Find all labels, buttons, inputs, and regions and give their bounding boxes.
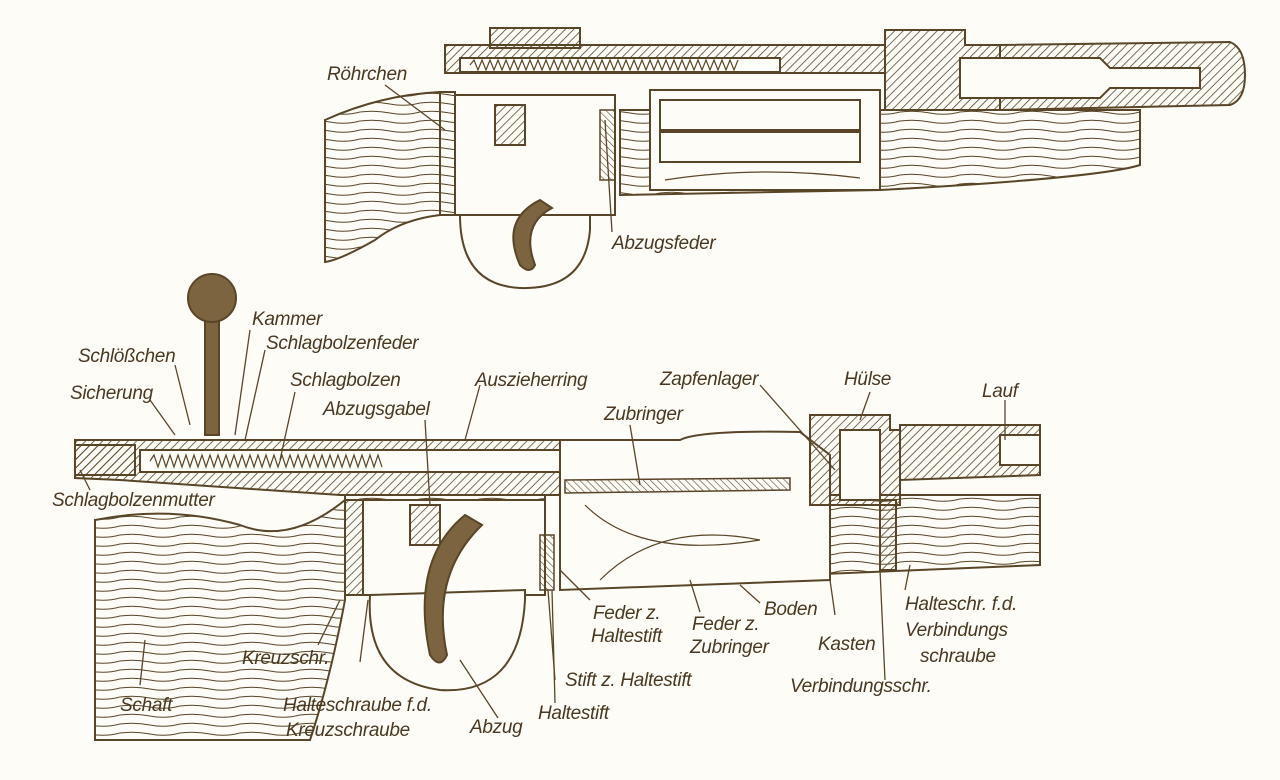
leader-kreuzschr xyxy=(317,599,341,646)
leader-schlagbolzen xyxy=(279,391,296,461)
top-stock xyxy=(324,90,441,264)
bottom-striker-spring xyxy=(149,453,383,469)
top-trigger-housing xyxy=(454,94,616,216)
follower-spring xyxy=(584,504,761,581)
label-feder-zubringer-2: Zubringer xyxy=(690,637,769,658)
top-sear xyxy=(494,104,526,146)
bolt-handle xyxy=(204,304,220,436)
leader-schlagbolzenfeder xyxy=(244,349,266,441)
top-bolt-top xyxy=(489,27,581,49)
leader-abzugsgabel xyxy=(424,419,431,506)
label-schloesschen: Schlößchen xyxy=(78,346,176,367)
label-halteschr-vs-2: Verbindungs xyxy=(905,620,1008,641)
leader-haltestift xyxy=(551,589,556,704)
top-forestock-rear xyxy=(439,91,456,216)
trigger-fork xyxy=(409,504,441,546)
label-feder-zubringer-1: Feder z. xyxy=(692,614,760,635)
leader-roehrchen xyxy=(384,84,446,131)
leader-schaft xyxy=(139,639,146,686)
label-roehrchen: Röhrchen xyxy=(327,64,407,85)
bottom-trigger-guard xyxy=(368,588,526,692)
bottom-forestock xyxy=(799,494,1041,577)
leader-huelse xyxy=(859,391,871,421)
leader-zapfenlager xyxy=(759,384,836,471)
label-zapfenlager: Zapfenlager xyxy=(660,369,759,390)
label-verbindungsschr: Verbindungsschr. xyxy=(790,676,932,697)
leader-verbindungsschr xyxy=(879,569,886,681)
label-feder-haltestift-2: Haltestift xyxy=(591,626,662,647)
label-lauf: Lauf xyxy=(982,381,1018,402)
label-abzugsgabel: Abzugsgabel xyxy=(323,399,430,420)
label-stift-haltestift: Stift z. Haltestift xyxy=(565,670,692,691)
bottom-magazine-box xyxy=(559,430,831,592)
label-halteschraube-kreuz-2: Kreuzschraube xyxy=(286,720,410,741)
holding-pin xyxy=(539,534,555,591)
label-boden: Boden xyxy=(764,599,818,620)
label-halteschr-vs-3: schraube xyxy=(920,646,996,667)
bolt-knob xyxy=(187,273,237,323)
label-halteschraube-kreuz-1: Halteschraube f.d. xyxy=(283,695,432,716)
top-trigger-spring xyxy=(599,109,616,181)
top-cartridge xyxy=(959,57,1201,99)
bottom-stock xyxy=(94,497,346,741)
bottom-trigger xyxy=(423,513,484,664)
top-forestock xyxy=(879,109,1141,192)
leader-feder-zubringer xyxy=(689,579,701,613)
label-schlagbolzen: Schlagbolzen xyxy=(290,370,401,391)
label-schlagbolzenmutter: Schlagbolzenmutter xyxy=(52,490,215,511)
top-trigger xyxy=(512,198,554,271)
leader-lines xyxy=(79,84,1006,719)
leader-feder-haltestift xyxy=(559,569,591,601)
label-huelse: Hülse xyxy=(844,369,892,390)
leader-halteschr-vs xyxy=(904,564,911,591)
leader-schlagbolzenmutter xyxy=(79,469,91,491)
leader-boden xyxy=(739,584,761,604)
label-halteschr-vs-1: Halteschr. f.d. xyxy=(905,594,1018,615)
label-abzug: Abzug xyxy=(470,717,523,738)
label-haltestift: Haltestift xyxy=(538,703,609,724)
leader-schloesschen xyxy=(174,364,191,426)
label-zubringer: Zubringer xyxy=(604,404,683,425)
rear-screw xyxy=(344,499,364,596)
top-rifle-section xyxy=(324,27,1247,290)
muzzle-bore xyxy=(999,434,1041,466)
label-sicherung: Sicherung xyxy=(70,383,153,404)
leader-kammer xyxy=(234,329,251,436)
chamber xyxy=(839,429,881,501)
top-spring xyxy=(469,58,739,72)
bottom-rifle-section xyxy=(74,273,1041,741)
leader-sicherung xyxy=(149,399,176,436)
label-schaft: Schaft xyxy=(120,695,173,716)
leader-zubringer xyxy=(629,424,641,486)
front-screw xyxy=(879,499,897,571)
leader-abzug xyxy=(459,659,499,719)
label-auszieherring: Auszieherring xyxy=(475,370,588,391)
follower xyxy=(564,477,791,494)
top-cartridge-1 xyxy=(659,99,861,131)
leader-kasten xyxy=(829,579,836,616)
label-kreuzschr: Kreuzschr. xyxy=(242,648,330,669)
leader-halteschraube-kreuz xyxy=(359,599,369,663)
leader-auszieherring xyxy=(464,384,481,441)
label-feder-haltestift-1: Feder z. xyxy=(593,603,661,624)
bottom-cocking-piece xyxy=(74,444,136,476)
label-schlagbolzenfeder: Schlagbolzenfeder xyxy=(266,333,419,354)
leader-abzugsfeder xyxy=(604,119,613,233)
top-cartridge-2 xyxy=(659,131,861,163)
label-abzugsfeder: Abzugsfeder xyxy=(612,233,716,254)
label-kasten: Kasten xyxy=(818,634,876,655)
label-kammer: Kammer xyxy=(252,309,322,330)
top-mag-spring xyxy=(664,171,861,181)
